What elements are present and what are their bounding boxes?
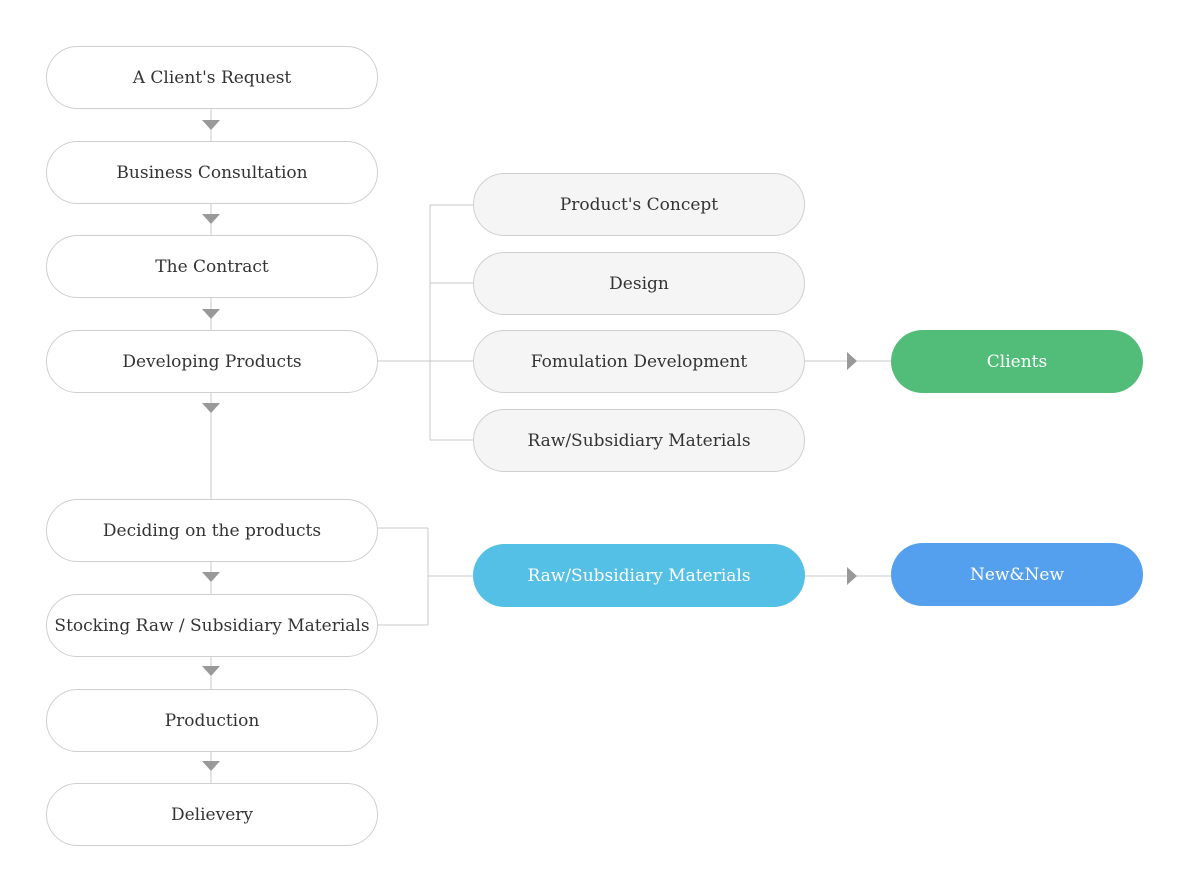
step-deciding-products: Deciding on the products — [46, 499, 378, 562]
arrow-down-icon — [202, 403, 220, 413]
step-developing-products: Developing Products — [46, 330, 378, 393]
dev-product-concept: Product's Concept — [473, 173, 805, 236]
step-business-consultation: Business Consultation — [46, 141, 378, 204]
arrow-down-icon — [202, 309, 220, 319]
step-delivery: Delievery — [46, 783, 378, 846]
arrow-down-icon — [202, 666, 220, 676]
step-client-request: A Client's Request — [46, 46, 378, 109]
step-production: Production — [46, 689, 378, 752]
arrow-down-icon — [202, 120, 220, 130]
dev-design: Design — [473, 252, 805, 315]
step-contract: The Contract — [46, 235, 378, 298]
dev-formulation-development: Fomulation Development — [473, 330, 805, 393]
dev-raw-subsidiary-materials: Raw/Subsidiary Materials — [473, 409, 805, 472]
arrow-right-icon — [847, 567, 857, 585]
node-new-and-new: New&New — [891, 543, 1143, 606]
node-raw-subsidiary-materials: Raw/Subsidiary Materials — [473, 544, 805, 607]
arrow-down-icon — [202, 572, 220, 582]
arrow-right-icon — [847, 352, 857, 370]
step-stocking-materials: Stocking Raw / Subsidiary Materials — [46, 594, 378, 657]
node-clients: Clients — [891, 330, 1143, 393]
arrow-down-icon — [202, 214, 220, 224]
arrow-down-icon — [202, 761, 220, 771]
